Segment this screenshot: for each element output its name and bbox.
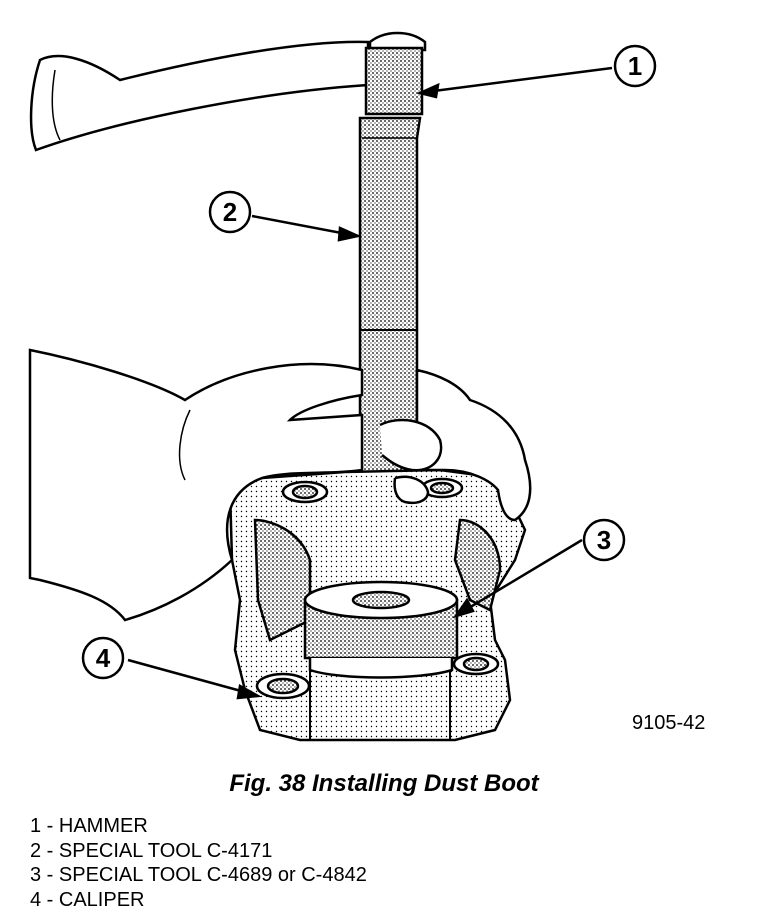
- callout-4: 4: [81, 636, 125, 680]
- dust-boot-installation-illustration: 1 2 3 4: [28, 31, 657, 742]
- callout-1: 1: [613, 44, 657, 88]
- leader-arrow-1: [416, 82, 440, 99]
- caliper: [228, 468, 527, 742]
- legend-item: 2 - SPECIAL TOOL C-4171: [30, 839, 273, 862]
- callout-3: 3: [582, 518, 626, 562]
- legend-item: 3 - SPECIAL TOOL C-4689 or C-4842: [30, 864, 367, 886]
- leader-arrow-2: [337, 226, 363, 242]
- callout-number: 1: [628, 51, 642, 81]
- leader-line-3: [461, 538, 583, 614]
- leader-line-2: [251, 214, 353, 237]
- callout-2: 2: [208, 190, 252, 234]
- figure-code: 9105-42: [632, 712, 706, 734]
- callout-number: 3: [597, 525, 611, 555]
- legend-item: 4 - CALIPER: [30, 888, 145, 911]
- legend-item: 1 - HAMMER: [30, 815, 148, 837]
- special-tool-installer: [303, 580, 459, 679]
- leader-arrow-3: [452, 597, 475, 619]
- leader-line-4: [127, 658, 253, 696]
- callout-number: 2: [223, 197, 237, 227]
- lower-hand: [28, 348, 532, 622]
- upper-hand: [29, 31, 427, 152]
- leader-lines: [127, 66, 613, 700]
- leader-arrow-4: [236, 684, 263, 700]
- figure-caption: Fig. 38 Installing Dust Boot: [229, 770, 539, 797]
- leader-line-1: [425, 66, 613, 94]
- parts-legend: 1 - HAMMER 2 - SPECIAL TOOL C-4171 3 - S…: [30, 814, 367, 912]
- hammer: [364, 46, 424, 116]
- callout-number: 4: [96, 643, 111, 673]
